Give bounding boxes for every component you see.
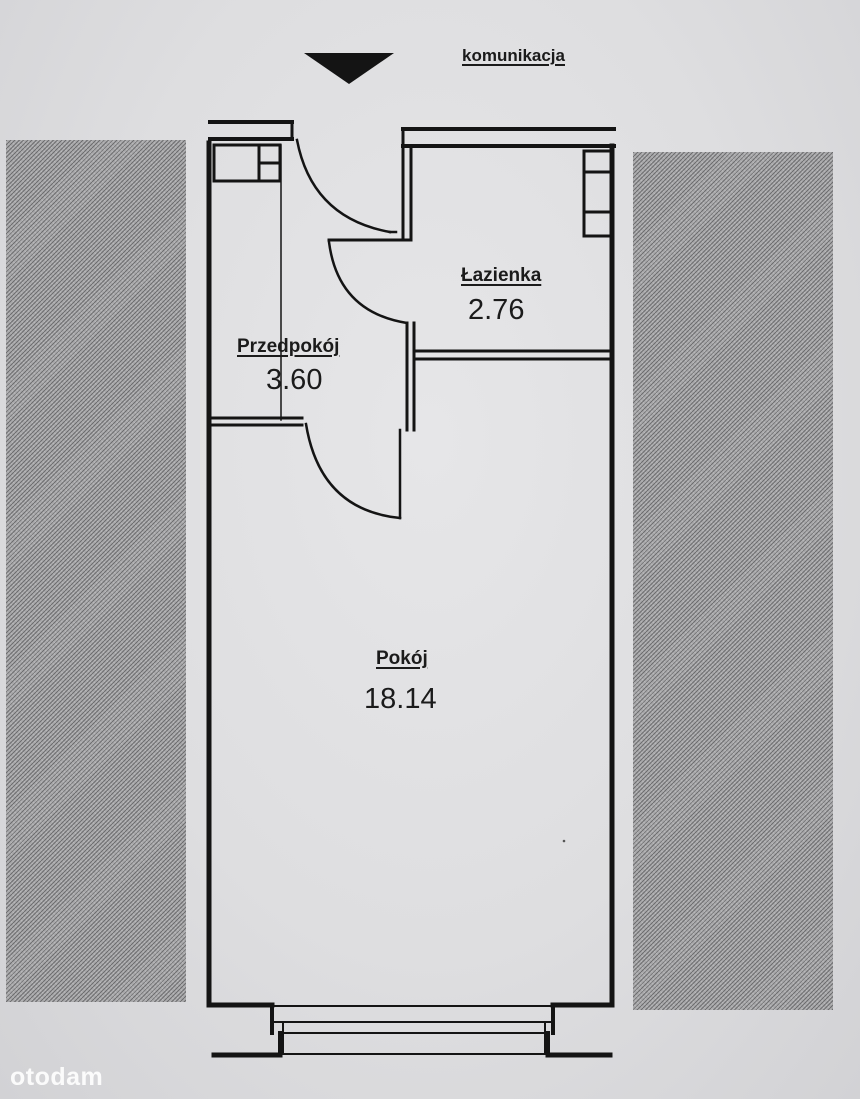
room-name-lazienka: Łazienka [461, 265, 542, 286]
top-wall-left [208, 120, 294, 141]
top-wall-right [401, 127, 616, 148]
room-door [304, 422, 402, 520]
entrance-arrow-icon [304, 53, 394, 84]
room-name-przedpokoj: Przedpokój [237, 336, 340, 357]
neighbor-unit-left-hatch [6, 140, 186, 1002]
room-area-pokoj: 18.14 [364, 683, 437, 715]
room-area-przedpokoj: 3.60 [266, 364, 323, 396]
bathroom-door [327, 240, 409, 325]
corridor-label: komunikacja [462, 46, 565, 65]
bathroom-fixture [582, 149, 614, 238]
room-area-lazienka: 2.76 [468, 294, 525, 326]
dot-mark [562, 839, 566, 843]
hall-lower-partition [210, 416, 304, 427]
entry-door [295, 138, 398, 234]
bathroom-bottom-wall [412, 349, 614, 361]
kitchenette-cabinet [212, 143, 282, 183]
balcony-window [211, 1003, 613, 1058]
neighbor-unit-right-hatch [633, 152, 833, 1010]
bathroom-partition-top [327, 144, 413, 242]
room-name-pokoj: Pokój [376, 648, 428, 669]
otodam-watermark-logo: otodam [10, 1063, 104, 1091]
hall-room-partition [405, 321, 416, 432]
